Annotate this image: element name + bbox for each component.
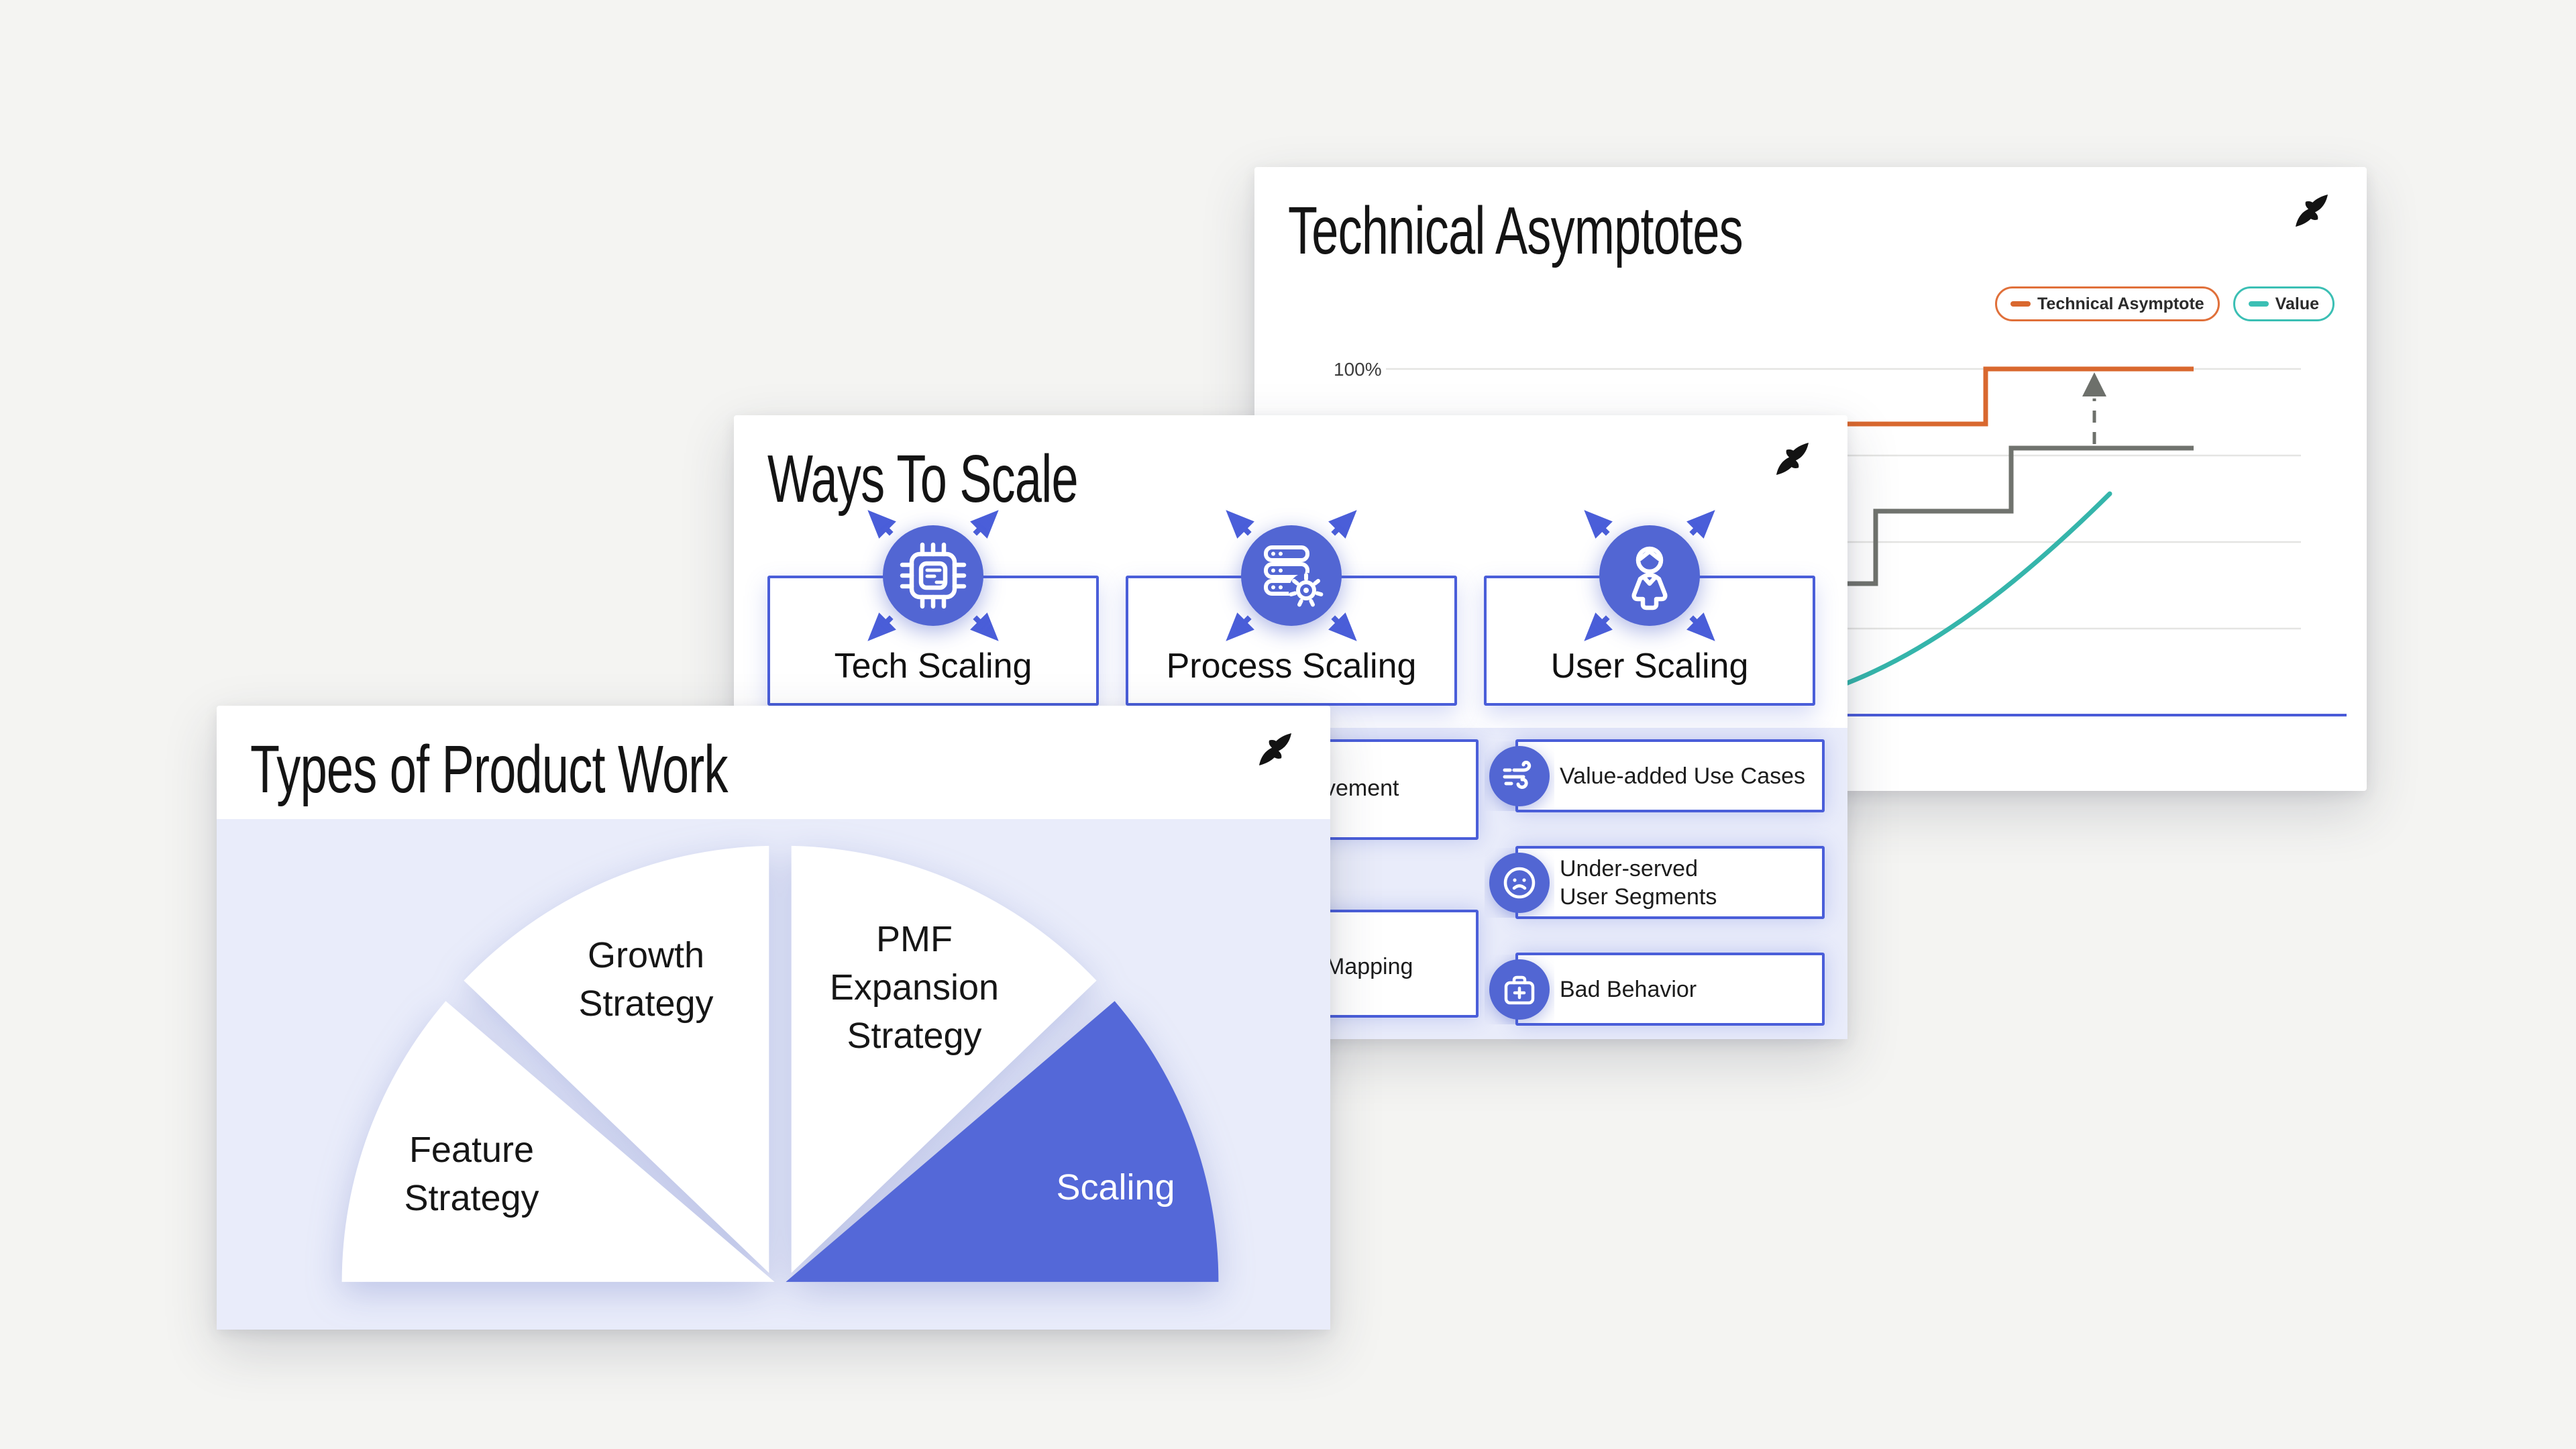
- wedge-feature-strategy: [341, 1001, 775, 1282]
- list-item-label: Under-served User Segments: [1560, 855, 1717, 910]
- chip-icon: [867, 510, 999, 641]
- legend-label: Technical Asymptote: [2037, 294, 2204, 313]
- reforge-logo-icon: [2296, 195, 2328, 227]
- wedge-label-feature: Feature Strategy: [404, 1130, 539, 1218]
- wedge-pmf-expansion-strategy: [791, 845, 1097, 1273]
- wedge-scaling: [786, 1001, 1219, 1282]
- wedge-growth-strategy: [464, 845, 769, 1273]
- list-item-label: vement: [1324, 775, 1399, 801]
- y-axis-tick-100: 100%: [1334, 359, 1382, 380]
- page-title: Ways To Scale: [767, 441, 1079, 517]
- tech-scaling-label: Tech Scaling: [834, 647, 1032, 686]
- wedge-label-growth: Growth Strategy: [578, 935, 714, 1024]
- wind-icon: [1489, 745, 1550, 806]
- chart-legend: Technical Asymptote Value: [1995, 286, 2334, 321]
- first-aid-icon: [1489, 959, 1550, 1020]
- user-item-under-served[interactable]: Under-served User Segments: [1489, 846, 1825, 919]
- legend-item-value[interactable]: Value: [2233, 286, 2334, 321]
- legend-label: Value: [2275, 294, 2319, 313]
- dashed-up-arrow-icon: [2082, 372, 2106, 444]
- sad-face-icon: [1489, 852, 1550, 913]
- page-title: Technical Asymptotes: [1288, 193, 1743, 268]
- reforge-logo-icon: [1259, 733, 1291, 765]
- legend-item-technical-asymptote[interactable]: Technical Asymptote: [1995, 286, 2220, 321]
- list-item-label: Bad Behavior: [1560, 976, 1697, 1002]
- legend-swatch: [2248, 301, 2269, 307]
- process-scaling-label: Process Scaling: [1166, 647, 1417, 686]
- legend-swatch: [2010, 301, 2031, 307]
- wedge-label-pmf-expansion: PMF Expansion Strategy: [829, 919, 1000, 1056]
- page-title: Types of Product Work: [250, 732, 729, 807]
- product-work-fan-chart: [341, 845, 1219, 1282]
- user-item-bad-behavior[interactable]: Bad Behavior: [1489, 953, 1825, 1026]
- user-item-value-added[interactable]: Value-added Use Cases: [1489, 739, 1825, 812]
- card-types-of-product-work[interactable]: Types of Product Work Feature Strategy G…: [217, 706, 1330, 1330]
- reforge-logo-icon: [1776, 443, 1809, 475]
- user-scaling-label: User Scaling: [1550, 647, 1749, 686]
- server-gear-icon: [1226, 510, 1357, 641]
- list-item-label: Value-added Use Cases: [1560, 763, 1806, 789]
- list-item-label: Mapping: [1326, 954, 1413, 979]
- wedge-label-scaling: Scaling: [1056, 1167, 1175, 1208]
- person-icon: [1584, 510, 1715, 641]
